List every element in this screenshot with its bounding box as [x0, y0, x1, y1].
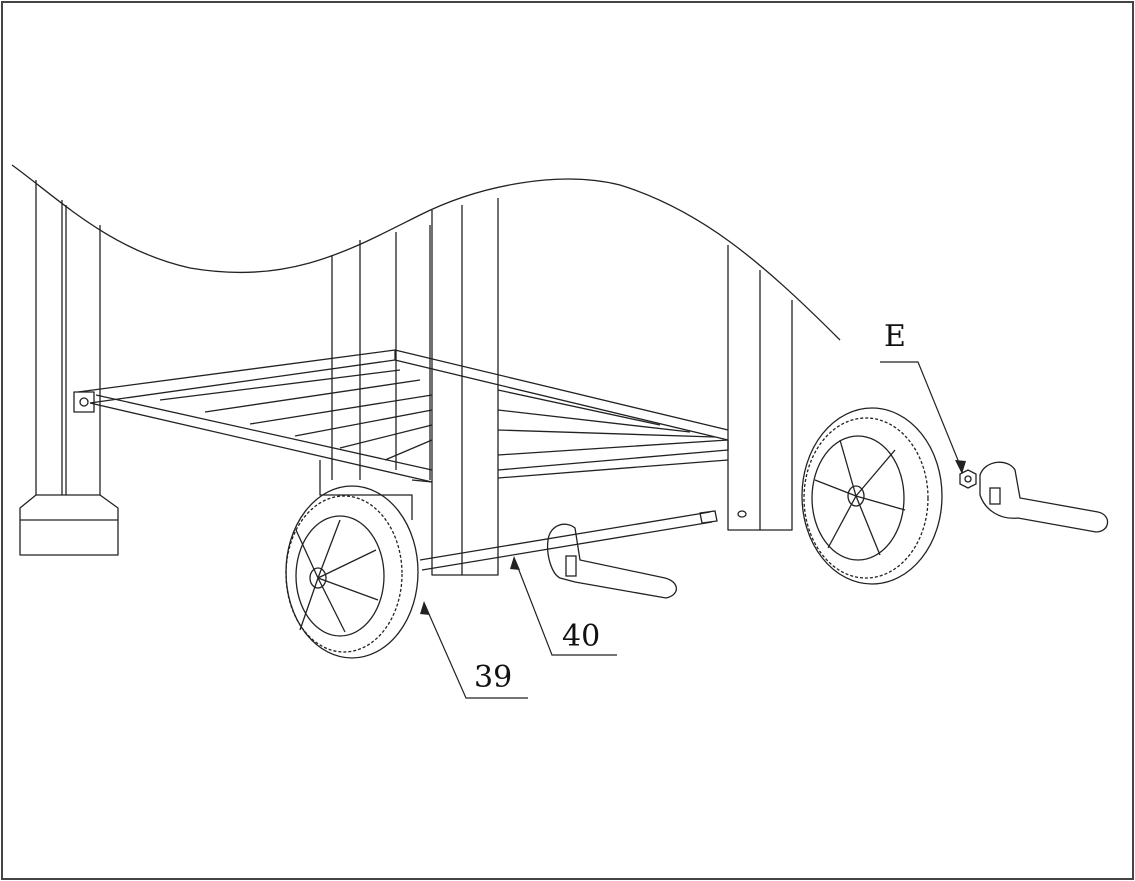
axle-rod — [419, 511, 713, 571]
arrow-39 — [420, 601, 430, 615]
right-leg — [727, 245, 793, 531]
callout-part-39: 39 — [474, 660, 513, 695]
shelf-back-rail — [394, 349, 729, 441]
shelf-front-rail — [77, 349, 396, 404]
wrench-right — [979, 461, 1109, 533]
axle-thread — [699, 510, 718, 524]
leader-40 — [514, 559, 617, 656]
left-leg — [35, 180, 101, 495]
back-post-left — [331, 225, 431, 480]
axle-hole — [737, 510, 747, 518]
shelf-right-rail — [497, 439, 729, 471]
leader-lines — [424, 361, 963, 699]
bracket-bolt — [79, 397, 89, 407]
leader-e — [880, 361, 963, 471]
grill-cart-body — [11, 164, 841, 576]
leader-39 — [424, 604, 528, 699]
front-center-leg — [431, 198, 499, 576]
wrench-center — [546, 523, 678, 599]
right-wheel — [801, 407, 943, 585]
left-wheel — [285, 485, 419, 659]
body-cutaway-curve — [11, 164, 841, 341]
shelf-side-rail — [89, 394, 433, 483]
axle — [419, 510, 747, 571]
callout-e: E — [884, 319, 906, 354]
shelf-bracket — [73, 391, 95, 413]
nut-e — [959, 469, 977, 489]
left-foot — [19, 494, 119, 556]
arrow-e — [955, 460, 966, 474]
shelf-slats — [159, 369, 716, 461]
arrow-40 — [510, 556, 520, 570]
callout-part-40: 40 — [562, 619, 601, 654]
leader-arrows — [420, 460, 966, 615]
lower-body — [319, 459, 729, 520]
